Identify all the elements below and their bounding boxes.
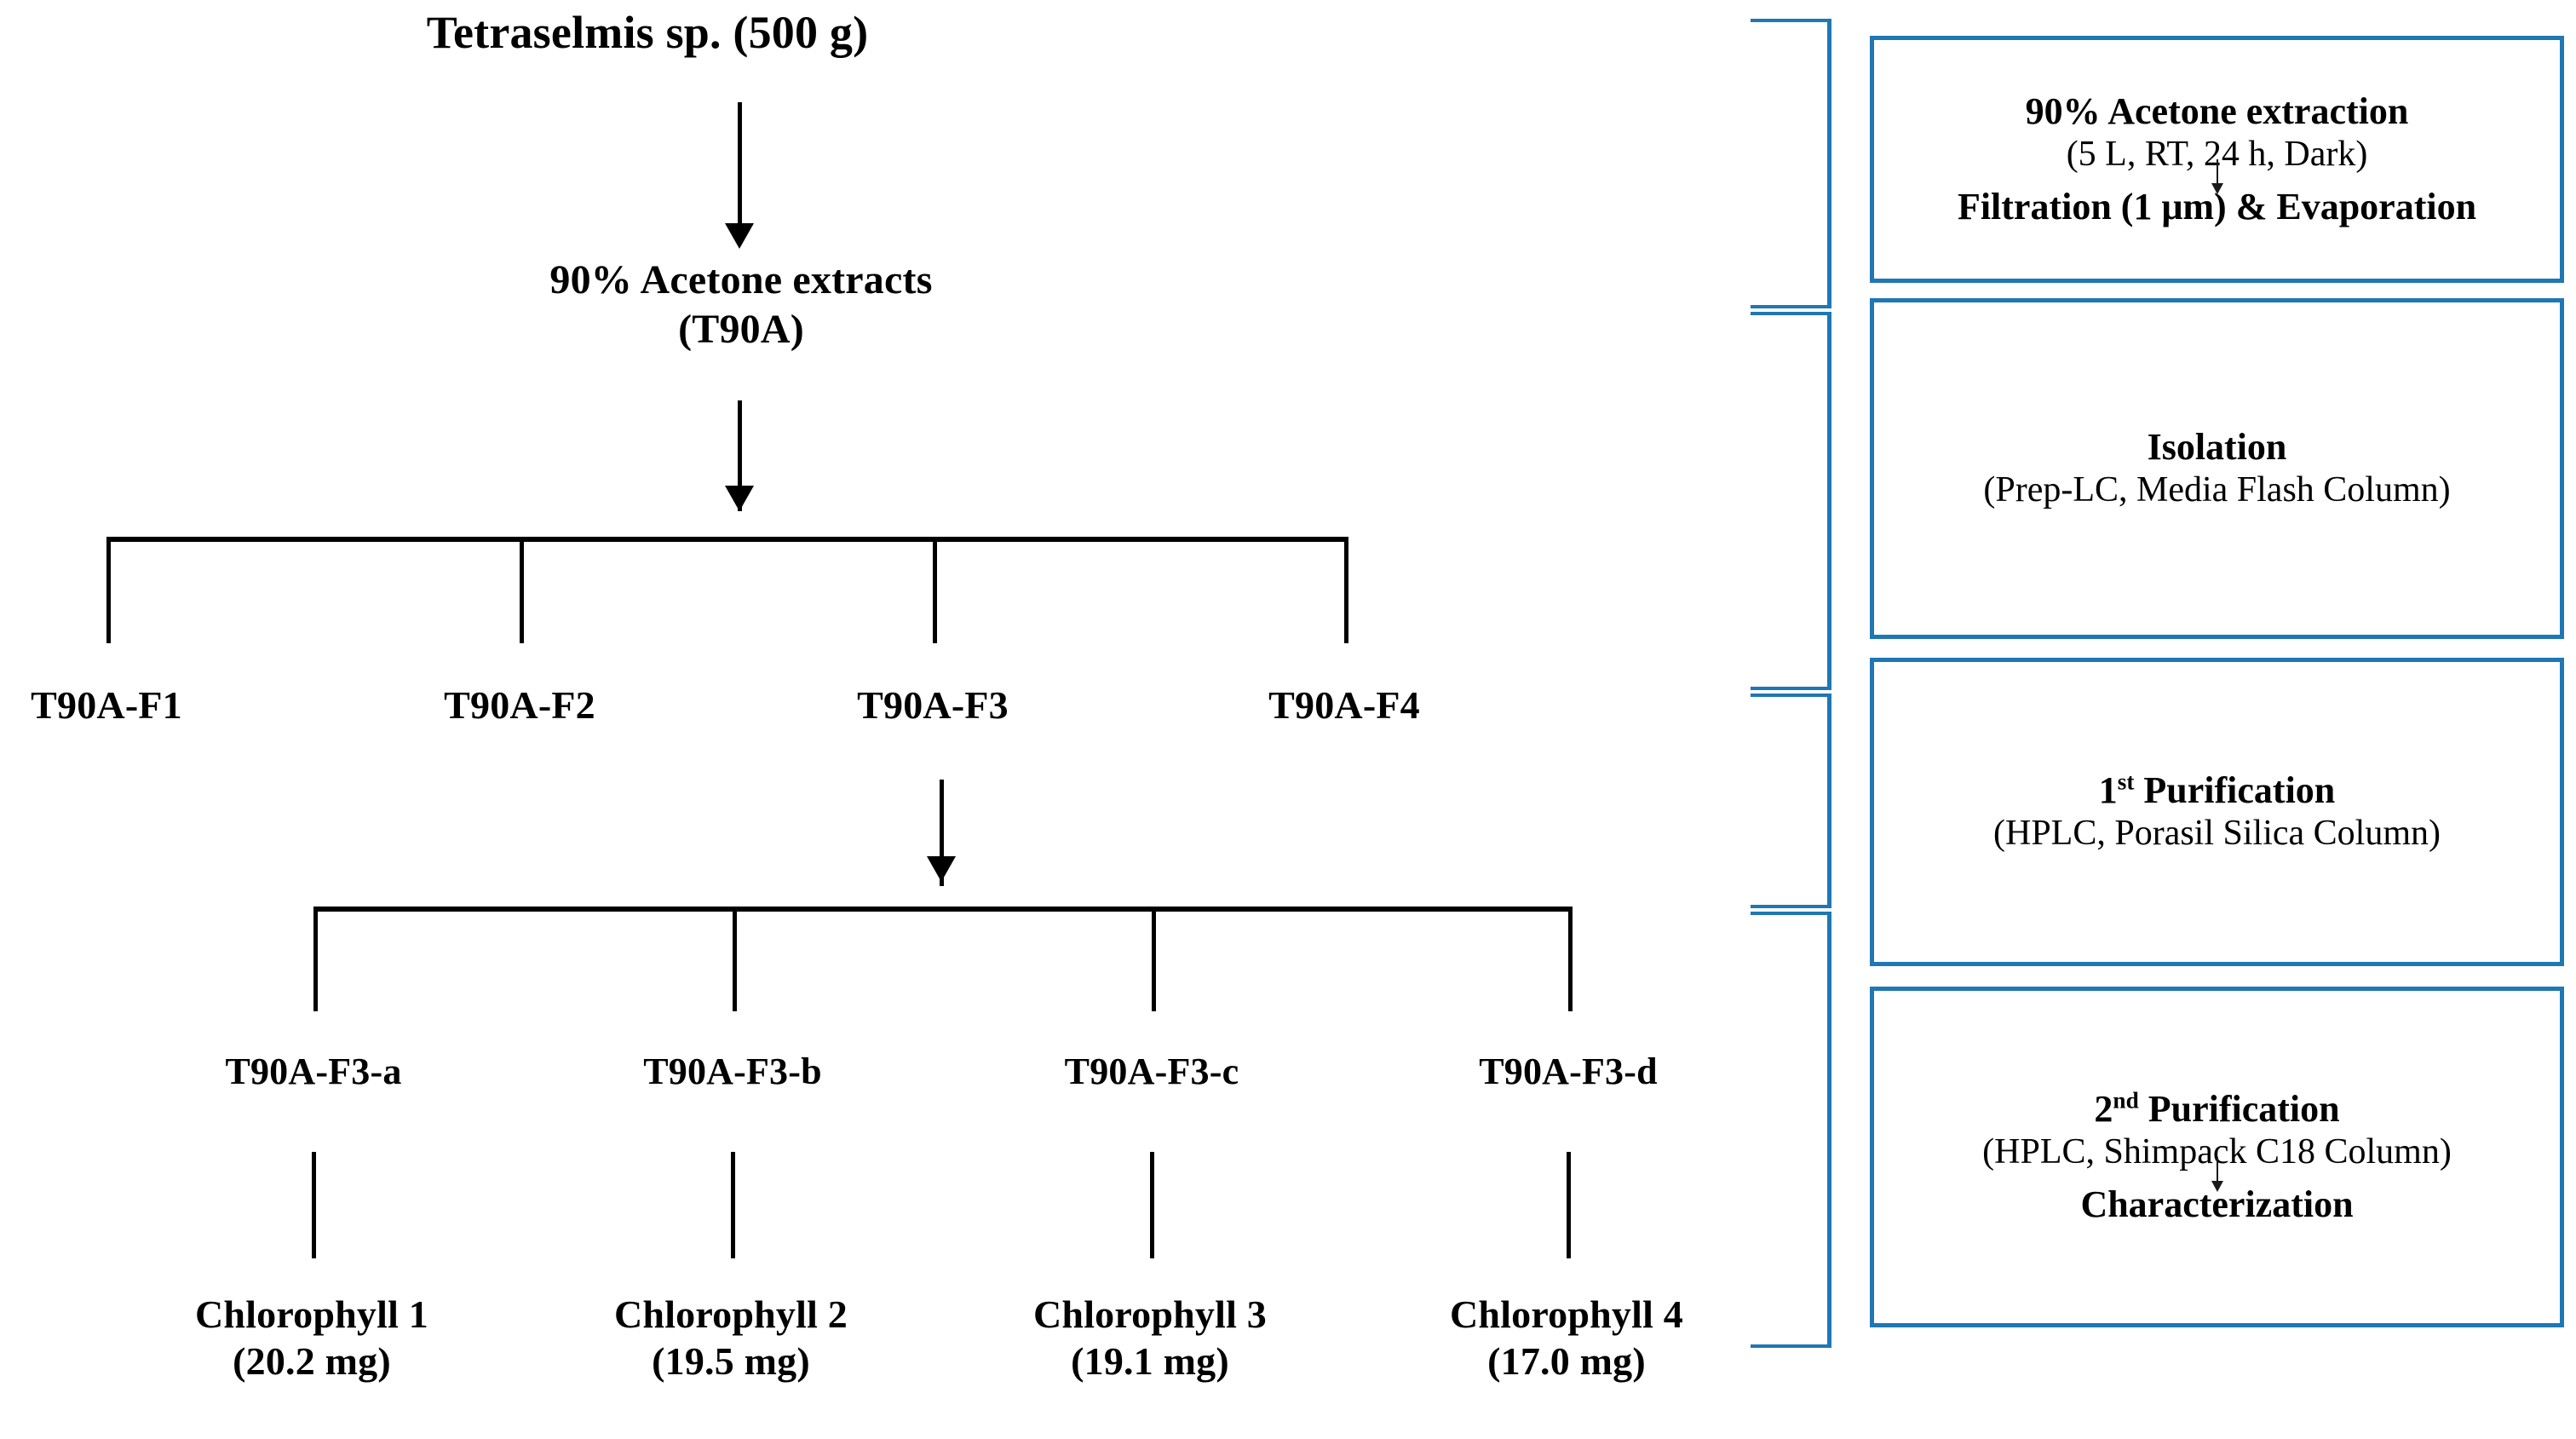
fraction-bus-bar bbox=[106, 537, 1348, 542]
node-fraction-1: T90A-F1 bbox=[0, 682, 311, 728]
subfraction-drop-2 bbox=[733, 907, 737, 1011]
step-4-title: 2nd Purification bbox=[2094, 1087, 2339, 1131]
product-4-name: Chlorophyll 4 bbox=[1450, 1292, 1683, 1336]
node-product-3: Chlorophyll 3 (19.1 mg) bbox=[946, 1291, 1354, 1384]
brace-1-spine bbox=[1827, 19, 1831, 308]
subfraction-drop-1 bbox=[313, 907, 318, 1011]
product-3-name: Chlorophyll 3 bbox=[1033, 1292, 1267, 1336]
fraction-drop-1 bbox=[106, 537, 111, 643]
brace-3-top-arm bbox=[1751, 694, 1828, 697]
step-2-detail: (Prep-LC, Media Flash Column) bbox=[1983, 470, 2451, 510]
node-product-4: Chlorophyll 4 (17.0 mg) bbox=[1362, 1291, 1771, 1384]
node-acetone-extract: 90% Acetone extracts (T90A) bbox=[366, 256, 1116, 354]
brace-2-top-arm bbox=[1751, 312, 1828, 315]
connector-f3-to-subfractions bbox=[940, 780, 944, 886]
step-2-title: Isolation bbox=[2147, 426, 2287, 469]
subfraction-2-label: T90A-F3-b bbox=[643, 1050, 822, 1092]
fraction-drop-2 bbox=[520, 537, 524, 643]
step-box-extraction: 90% Acetone extraction (5 L, RT, 24 h, D… bbox=[1870, 36, 2564, 283]
brace-4-spine bbox=[1827, 912, 1831, 1348]
step-3-title-sup: st bbox=[2117, 768, 2135, 795]
brace-4-top-arm bbox=[1751, 912, 1828, 915]
node-fraction-3: T90A-F3 bbox=[728, 682, 1137, 728]
node-product-1: Chlorophyll 1 (20.2 mg) bbox=[107, 1291, 516, 1384]
product-link-3 bbox=[1150, 1152, 1154, 1258]
fraction-drop-3 bbox=[933, 537, 937, 643]
step-box-isolation: Isolation (Prep-LC, Media Flash Column) bbox=[1870, 298, 2564, 639]
node-product-2: Chlorophyll 2 (19.5 mg) bbox=[526, 1291, 935, 1384]
step-1-title: 90% Acetone extraction bbox=[2025, 90, 2409, 133]
fraction-3-label: T90A-F3 bbox=[857, 683, 1009, 727]
subfraction-1-label: T90A-F3-a bbox=[225, 1050, 402, 1092]
product-link-4 bbox=[1567, 1152, 1571, 1258]
product-3-amount: (19.1 mg) bbox=[1071, 1339, 1229, 1384]
subfraction-bus-bar bbox=[313, 907, 1573, 912]
product-2-name: Chlorophyll 2 bbox=[614, 1292, 848, 1336]
product-2-amount: (19.5 mg) bbox=[652, 1339, 810, 1384]
step-4-title-prefix: 2 bbox=[2094, 1088, 2113, 1131]
product-4-amount: (17.0 mg) bbox=[1487, 1339, 1646, 1384]
connector-extract-to-fractions bbox=[738, 400, 742, 511]
fraction-2-label: T90A-F2 bbox=[444, 683, 595, 727]
step-box-first-purification: 1st Purification (HPLC, Porasil Silica C… bbox=[1870, 658, 2564, 966]
node-fraction-4: T90A-F4 bbox=[1140, 682, 1549, 728]
node-subfraction-2: T90A-F3-b bbox=[528, 1050, 937, 1095]
subfraction-drop-4 bbox=[1568, 907, 1573, 1011]
brace-1-top-arm bbox=[1751, 19, 1828, 22]
brace-3-bottom-arm bbox=[1751, 905, 1828, 908]
step-3-title-rest: Purification bbox=[2134, 769, 2336, 812]
brace-2-bottom-arm bbox=[1751, 687, 1828, 690]
node-subfraction-3: T90A-F3-c bbox=[947, 1050, 1356, 1095]
subfraction-drop-3 bbox=[1152, 907, 1156, 1011]
fraction-4-label: T90A-F4 bbox=[1268, 683, 1420, 727]
step-4-title-rest: Purification bbox=[2138, 1088, 2340, 1131]
node-source: Tetraselmis sp. (500 g) bbox=[307, 5, 988, 60]
connector-source-to-extract bbox=[738, 102, 742, 230]
product-link-1 bbox=[312, 1152, 316, 1258]
brace-2-spine bbox=[1827, 312, 1831, 690]
product-1-name: Chlorophyll 1 bbox=[195, 1292, 428, 1336]
brace-3-spine bbox=[1827, 694, 1831, 908]
product-link-2 bbox=[731, 1152, 735, 1258]
step-3-title-prefix: 1 bbox=[2098, 769, 2118, 812]
step-4-title-sup: nd bbox=[2113, 1087, 2139, 1114]
brace-step-1 bbox=[1751, 19, 1831, 308]
step-box-second-purification: 2nd Purification (HPLC, Shimpack C18 Col… bbox=[1870, 987, 2564, 1327]
step-3-detail: (HPLC, Porasil Silica Column) bbox=[1993, 814, 2441, 854]
arrowhead-f3-to-subfractions bbox=[927, 856, 956, 882]
brace-step-3 bbox=[1751, 694, 1831, 908]
arrowhead-extract-to-fractions bbox=[725, 486, 754, 511]
brace-step-4 bbox=[1751, 912, 1831, 1348]
product-1-amount: (20.2 mg) bbox=[233, 1339, 391, 1384]
node-subfraction-4: T90A-F3-d bbox=[1364, 1050, 1773, 1095]
subfraction-3-label: T90A-F3-c bbox=[1064, 1050, 1239, 1092]
fraction-1-label: T90A-F1 bbox=[31, 683, 182, 727]
arrowhead-source-to-extract bbox=[725, 223, 754, 249]
brace-step-2 bbox=[1751, 312, 1831, 690]
node-fraction-2: T90A-F2 bbox=[315, 682, 724, 728]
brace-4-bottom-arm bbox=[1751, 1344, 1828, 1348]
extract-label-line2: (T90A) bbox=[678, 306, 804, 352]
brace-1-bottom-arm bbox=[1751, 305, 1828, 308]
source-label: Tetraselmis sp. (500 g) bbox=[426, 7, 869, 58]
fraction-drop-4 bbox=[1344, 537, 1348, 643]
subfraction-4-label: T90A-F3-d bbox=[1479, 1050, 1658, 1092]
step-3-title: 1st Purification bbox=[2099, 768, 2336, 813]
node-subfraction-1: T90A-F3-a bbox=[109, 1050, 518, 1095]
extract-label-line1: 90% Acetone extracts bbox=[549, 257, 933, 302]
